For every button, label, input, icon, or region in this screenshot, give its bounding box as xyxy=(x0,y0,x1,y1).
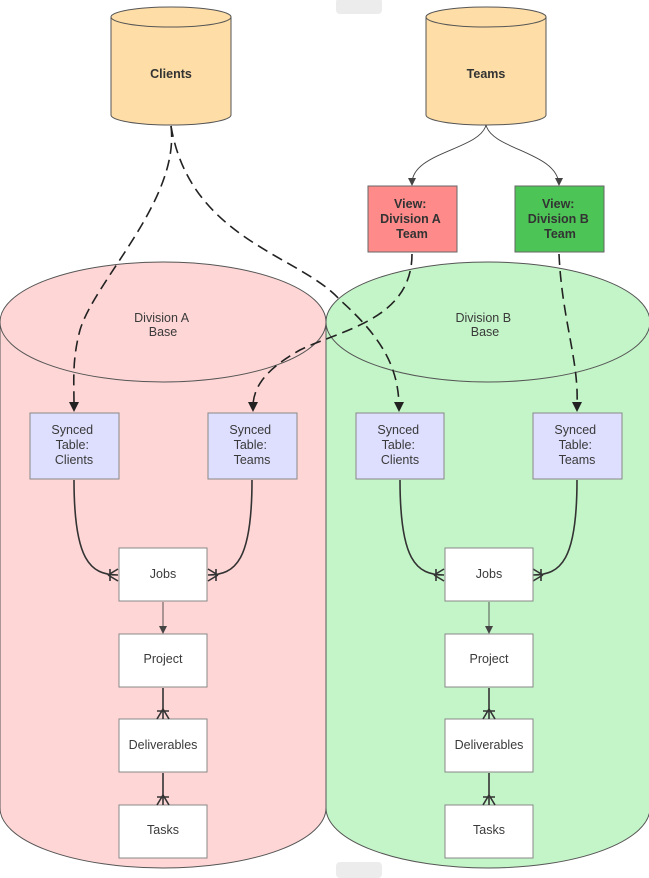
jobs-table-b[interactable]: Jobs xyxy=(444,547,534,602)
crows-foot xyxy=(433,568,445,582)
teams-to-view-a-edge xyxy=(411,124,487,186)
view-a-label: View: Division A Team xyxy=(380,197,444,241)
arrowhead xyxy=(248,402,258,412)
bottom-scroll-handle[interactable] xyxy=(336,862,382,878)
tasks-table-a[interactable]: Tasks xyxy=(118,804,208,859)
clients-label: Clients xyxy=(150,67,192,81)
arrowhead xyxy=(485,626,493,634)
arrowhead xyxy=(159,626,167,634)
base-a-label: Division A Base xyxy=(134,311,192,339)
synced-table-teams-b[interactable]: Synced Table: Teams xyxy=(532,412,623,480)
teams-database[interactable]: Teams xyxy=(425,6,547,126)
crows-foot xyxy=(107,568,119,582)
synced-table-label: Synced Table: Clients xyxy=(377,423,422,467)
clients-database[interactable]: Clients xyxy=(110,6,232,126)
crows-foot xyxy=(532,568,544,582)
tasks-table-b[interactable]: Tasks xyxy=(444,804,534,859)
crows-foot xyxy=(156,794,170,806)
arrowhead xyxy=(408,178,416,186)
jobs-table-a[interactable]: Jobs xyxy=(118,547,208,602)
project-label: Project xyxy=(144,652,183,666)
jobs-label: Jobs xyxy=(150,567,176,581)
view-division-b-team[interactable]: View: Division B Team xyxy=(514,185,605,253)
crows-foot xyxy=(482,794,496,806)
deliverables-label: Deliverables xyxy=(129,738,198,752)
crows-foot xyxy=(482,708,496,720)
top-scroll-handle[interactable] xyxy=(336,0,382,14)
deliverables-label: Deliverables xyxy=(455,738,524,752)
tasks-label: Tasks xyxy=(147,823,179,837)
deliverables-table-b[interactable]: Deliverables xyxy=(444,718,534,773)
view-division-a-team[interactable]: View: Division A Team xyxy=(367,185,458,253)
crows-foot xyxy=(207,568,219,582)
synced-table-label: Synced Table: Teams xyxy=(554,423,599,467)
arrowhead xyxy=(572,402,582,412)
arrowhead xyxy=(69,402,79,412)
teams-label: Teams xyxy=(467,67,506,81)
synced-table-teams-a[interactable]: Synced Table: Teams xyxy=(207,412,298,480)
deliverables-table-a[interactable]: Deliverables xyxy=(118,718,208,773)
sync-clients-to-a-edge xyxy=(72,125,173,406)
tasks-label: Tasks xyxy=(473,823,505,837)
project-label: Project xyxy=(470,652,509,666)
jobs-label: Jobs xyxy=(476,567,502,581)
sync-view-a-to-a-teams-edge xyxy=(252,253,413,406)
base-b-label: Division B Base xyxy=(455,311,514,339)
synced-table-label: Synced Table: Teams xyxy=(229,423,274,467)
view-b-label: View: Division B Team xyxy=(528,197,593,241)
project-table-b[interactable]: Project xyxy=(444,633,534,688)
synced-table-label: Synced Table: Clients xyxy=(51,423,96,467)
arrowhead xyxy=(394,402,404,412)
synced-table-clients-b[interactable]: Synced Table: Clients xyxy=(355,412,445,480)
sync-view-b-to-b-teams-edge xyxy=(558,253,578,406)
arrowhead xyxy=(555,178,563,186)
crows-foot xyxy=(156,708,170,720)
project-table-a[interactable]: Project xyxy=(118,633,208,688)
synced-table-clients-a[interactable]: Synced Table: Clients xyxy=(29,412,120,480)
teams-to-view-b-edge xyxy=(485,124,560,186)
